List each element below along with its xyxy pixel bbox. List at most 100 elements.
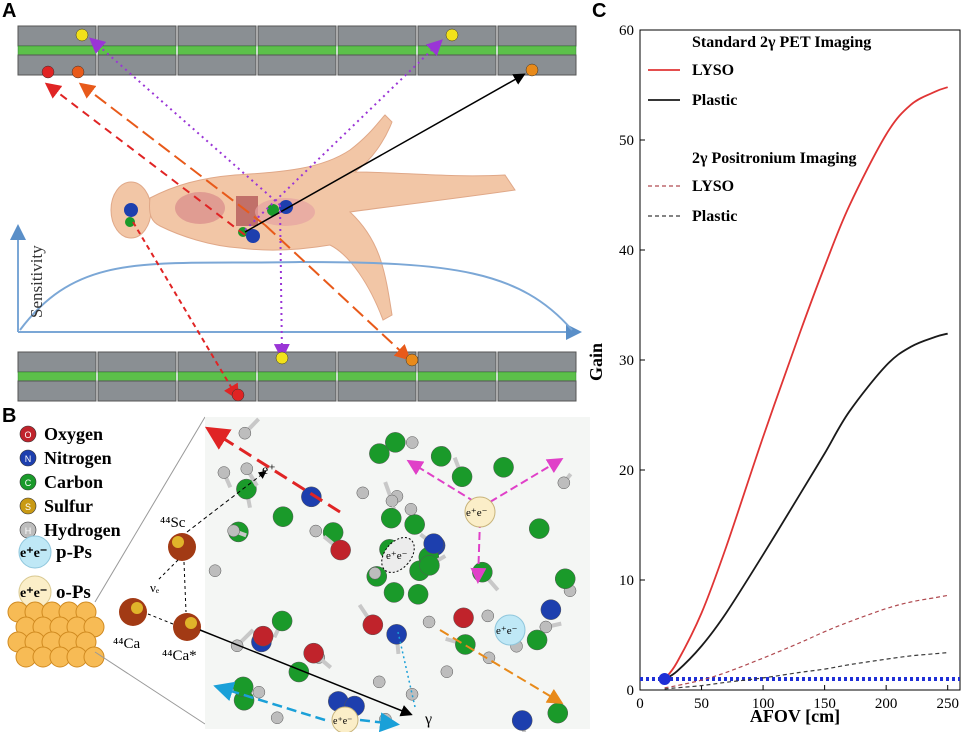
atom	[301, 486, 322, 508]
detector-crystal-row	[337, 371, 417, 382]
atom	[422, 615, 436, 629]
atom	[383, 582, 405, 603]
scene-pair-label-1: e⁺e⁻	[466, 507, 488, 519]
atom	[407, 584, 429, 605]
atom	[232, 676, 254, 698]
sc44-label: ⁴⁴Sc	[160, 515, 186, 531]
sensitivity-label: Sensitivity	[27, 245, 46, 318]
atom	[330, 539, 351, 561]
legend-atom-icon	[19, 497, 37, 515]
scene-pair-label-2: e⁺e⁻	[496, 625, 518, 637]
detector-module	[417, 351, 497, 373]
y-tick-label: 30	[619, 353, 634, 369]
detector-module	[97, 351, 177, 373]
legend-label: Hydrogen	[44, 520, 121, 540]
atom	[511, 710, 533, 731]
atom	[540, 599, 562, 620]
panel-a-pet-illustration: Sensitivity	[10, 25, 582, 402]
y-tick-label: 10	[619, 573, 634, 589]
ops-bubble-scene-3: e⁺e⁻	[331, 706, 359, 732]
atom	[385, 494, 399, 508]
atom	[385, 432, 406, 453]
atom	[405, 436, 419, 449]
ca44star-nucleus: ⁴⁴Ca*	[162, 613, 201, 664]
atom	[356, 486, 370, 500]
chart-series	[640, 86, 960, 690]
scene-pair-label-4: e⁺e⁻	[333, 716, 352, 727]
detector-module	[177, 25, 257, 47]
detector-module	[17, 54, 97, 76]
detector-module	[97, 54, 177, 76]
y-tick-label: 0	[627, 683, 635, 699]
legend-atom-icon	[19, 425, 37, 443]
legend-atom-symbol: C	[25, 478, 32, 488]
detector-module	[337, 380, 417, 402]
atom	[386, 624, 407, 645]
y-tick-label: 20	[619, 463, 634, 479]
detector-crystal-row	[97, 45, 177, 56]
legend-atom-icon	[19, 473, 37, 491]
y-tick-label: 50	[619, 133, 634, 149]
atom	[557, 476, 571, 490]
plot-frame	[639, 29, 961, 691]
detector-module	[497, 351, 577, 373]
panel-c-label: C	[592, 0, 607, 22]
detector-module	[177, 54, 257, 76]
atom	[362, 614, 384, 636]
atom	[227, 524, 240, 538]
detector-module	[257, 54, 337, 76]
panel-a-label: A	[2, 0, 17, 22]
detector-crystal-row	[177, 371, 257, 382]
series-line-standard-pet-imaginglyso	[663, 86, 948, 680]
legend-atom-icon	[19, 449, 37, 467]
atom	[208, 564, 222, 577]
series-line--positronium-imaginglyso	[664, 594, 948, 689]
detector-module	[257, 351, 337, 373]
atom	[453, 607, 474, 629]
atom	[230, 639, 244, 653]
pps-label: p-Ps	[56, 542, 92, 563]
legend-label: Oxygen	[44, 424, 103, 444]
atom	[430, 446, 452, 467]
legend-label: Nitrogen	[44, 448, 112, 468]
atom	[528, 518, 550, 539]
atom	[303, 642, 324, 664]
atom	[481, 609, 495, 623]
x-tick-label: 200	[875, 696, 898, 712]
legend-atom-symbol: O	[24, 430, 31, 440]
x-axis-label: AFOV [cm]	[750, 706, 840, 726]
detector-module	[177, 380, 257, 402]
detector-crystal-row	[177, 45, 257, 56]
x-tick-label: 100	[752, 696, 775, 712]
detector-module	[497, 380, 577, 402]
detector-module	[497, 54, 577, 76]
atom	[309, 524, 323, 538]
detector-crystal-row	[97, 371, 177, 382]
molecular-scene	[205, 417, 590, 729]
legend-entry-label: Plastic	[692, 92, 737, 109]
detector-module	[97, 25, 177, 47]
pps-pair-label: e⁺e⁻	[20, 546, 47, 561]
atom	[271, 610, 293, 632]
gamma-label: γ	[424, 711, 432, 728]
atom	[440, 665, 454, 678]
detector-module	[97, 380, 177, 402]
legend-entry-label: LYSO	[692, 62, 734, 79]
detector-crystal-row	[497, 45, 577, 56]
legend-header: Standard 2γ PET Imaging	[692, 34, 871, 51]
atom	[554, 568, 576, 590]
atom	[455, 634, 476, 655]
detector-module	[337, 25, 417, 47]
detector-crystal-row	[257, 45, 337, 56]
detector-module	[17, 380, 97, 402]
neutrino-label: νₑ	[150, 580, 160, 595]
atom	[252, 685, 266, 699]
bottom-detector-ring	[17, 351, 577, 402]
legend-atom-symbol: N	[25, 454, 32, 464]
nanoparticle-sphere	[83, 646, 105, 668]
legend-header: 2γ Positronium Imaging	[692, 150, 857, 167]
human-body	[110, 114, 516, 321]
ops-bubble-scene-1: e⁺e⁻	[494, 614, 526, 646]
